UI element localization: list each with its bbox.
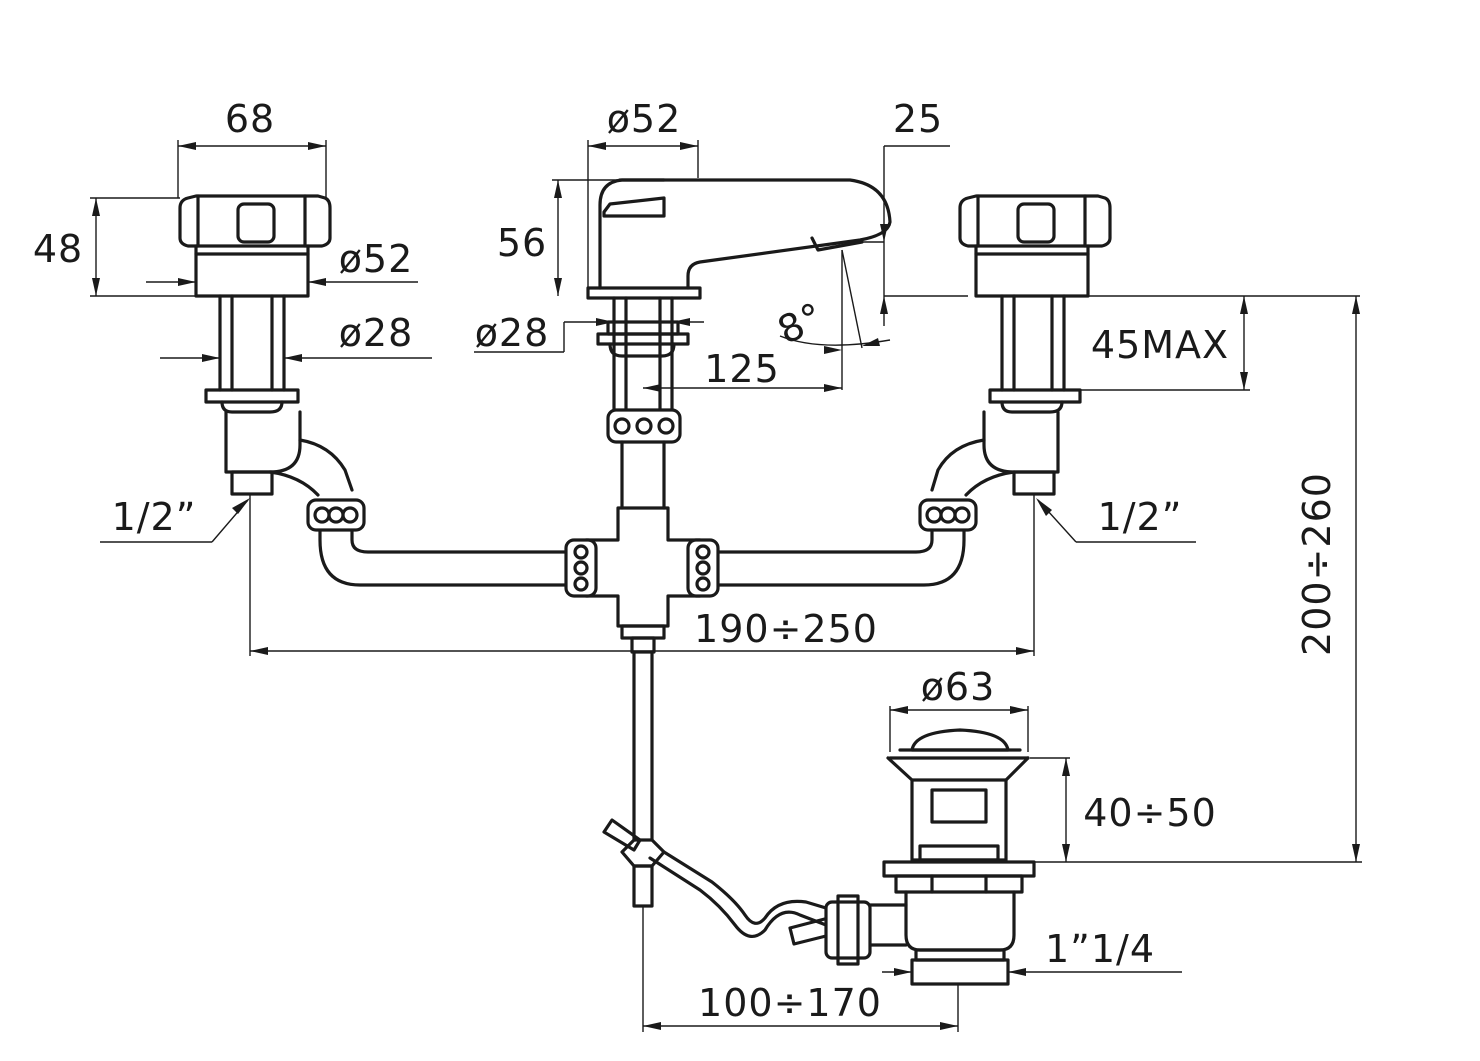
dimension-lines (90, 140, 1362, 1032)
label-waste-dia63: ø63 (921, 665, 996, 709)
connecting-hoses (306, 498, 978, 587)
label-left-half-inch: 1/2” (112, 495, 197, 539)
label-56: 56 (497, 221, 547, 265)
label-190-250: 190÷250 (694, 607, 878, 651)
label-25: 25 (893, 97, 943, 141)
left-tap (178, 194, 354, 497)
right-tap (930, 194, 1112, 497)
label-40-50: 40÷50 (1083, 791, 1217, 835)
label-left-dia52: ø52 (339, 237, 414, 281)
label-1-1-4-inch: 1”1/4 (1045, 927, 1155, 971)
label-spout-dia28: ø28 (475, 311, 550, 355)
label-125: 125 (704, 347, 780, 391)
label-45max: 45MAX (1091, 323, 1229, 367)
centre-spout (564, 178, 892, 654)
label-100-170: 100÷170 (698, 981, 882, 1025)
label-spout-dia52: ø52 (607, 97, 682, 141)
label-right-half-inch: 1/2” (1098, 495, 1183, 539)
popup-linkage (602, 650, 844, 946)
label-left-dia28: ø28 (339, 311, 414, 355)
dimension-labels: 68 48 ø52 ø28 ø52 56 ø28 25 8° 125 1/2” … (33, 97, 1339, 1025)
label-8-degrees: 8° (771, 294, 831, 353)
label-68: 68 (225, 97, 275, 141)
popup-waste (824, 728, 1036, 986)
label-48: 48 (33, 227, 83, 271)
label-200-260: 200÷260 (1295, 472, 1339, 656)
